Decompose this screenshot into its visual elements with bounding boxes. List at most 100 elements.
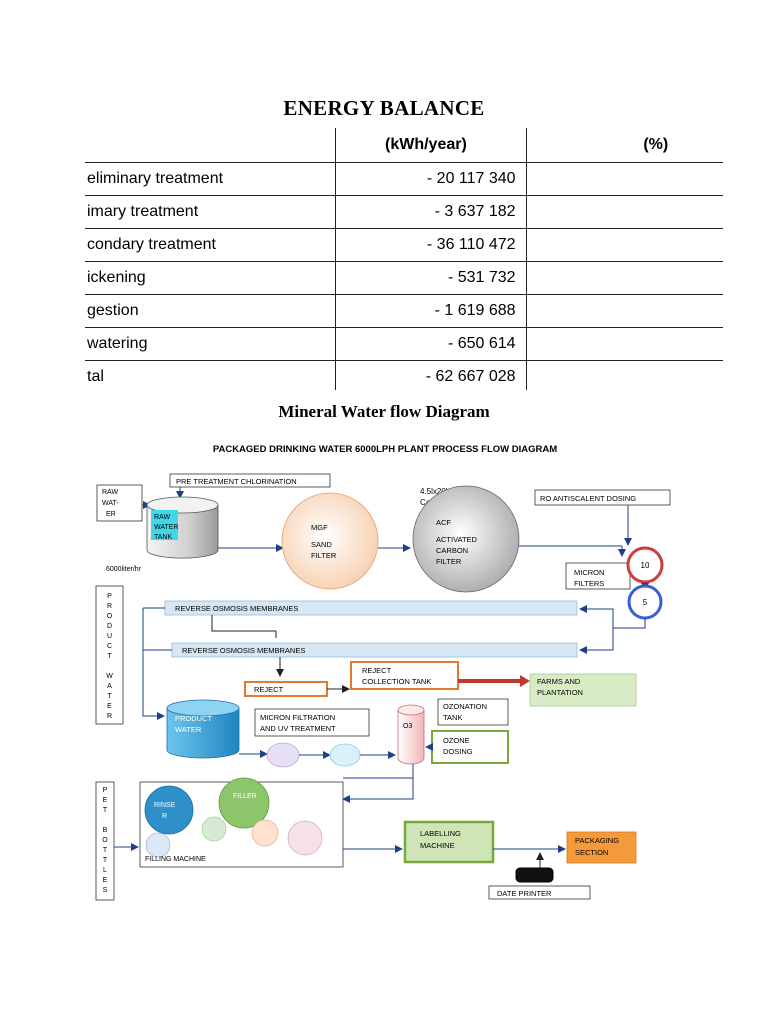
- packaging-label: SECTION: [575, 848, 608, 857]
- flow-section-title: Mineral Water flow Diagram: [278, 402, 490, 421]
- ozonation-tank-box: OZONATION TANK: [437, 698, 509, 726]
- transfer-star-wheel: [201, 816, 227, 842]
- acf-label: CARBON: [436, 546, 468, 555]
- pet-letter: T: [103, 847, 108, 854]
- pet-letter: P: [103, 787, 108, 794]
- pet-letter: B: [103, 827, 108, 834]
- micron-label: FILTERS: [574, 579, 604, 588]
- mgf-label: SAND: [311, 540, 332, 549]
- row-pct: 10: [526, 361, 723, 391]
- mgf-label: MGF: [311, 523, 328, 532]
- raw-tank-label: RAW: [154, 514, 170, 521]
- row-kwh: - 1 619 688: [335, 294, 527, 328]
- ro-antiscalant-dosing-box: RO ANTISCALENT DOSING: [534, 489, 671, 506]
- row-label: ickening: [85, 261, 336, 295]
- micron-filters-box: MICRON FILTERS: [565, 562, 631, 590]
- o3-tank: O3: [397, 704, 425, 765]
- row-kwh: - 36 110 472: [335, 228, 527, 262]
- acf-label: ACTIVATED: [436, 535, 478, 544]
- raw-tank-label: TANK: [154, 534, 172, 541]
- table-row: gestion - 1 619 688: [85, 294, 723, 328]
- raw-water-label: ER: [106, 511, 116, 518]
- row-kwh: - 3 637 182: [335, 195, 527, 229]
- ozone-dosing-label: DOSING: [443, 747, 473, 756]
- header-kwh: (kWh/year): [335, 128, 527, 163]
- rinser: [144, 785, 194, 835]
- mgf-label: FILTER: [311, 551, 337, 560]
- farms-label: PLANTATION: [537, 688, 583, 697]
- row-kwh: - 62 667 028: [335, 360, 527, 390]
- row-kwh: - 650 614: [335, 327, 527, 361]
- labelling-label: LABELLING: [420, 829, 461, 838]
- labelling-machine-box: LABELLING MACHINE: [403, 820, 495, 864]
- date-printer: DATE PRINTER: [488, 867, 591, 900]
- product-water-box: P R O D U C T W A T E R: [95, 585, 124, 725]
- ozone-dosing-label: OZONE: [443, 736, 470, 745]
- ro-membrane-label: REVERSE OSMOSIS MEMBRANES: [182, 646, 305, 655]
- product-tank-label: WATER: [175, 725, 202, 734]
- product-water-letter: T: [107, 693, 112, 700]
- reject-box: REJECT: [244, 681, 328, 697]
- ozonation-label: TANK: [443, 713, 462, 722]
- pretreatment-chlorination-box: PRE TREATMENT CHLORINATION: [169, 473, 331, 488]
- ro-membrane-label: REVERSE OSMOSIS MEMBRANES: [175, 604, 298, 613]
- product-water-letter: C: [107, 643, 112, 650]
- filler-label: FILLER: [233, 793, 257, 800]
- pretreatment-label: PRE TREATMENT CHLORINATION: [176, 477, 297, 486]
- raw-water-label: RAW: [102, 489, 118, 496]
- farms-plantation-box: FARMS AND PLANTATION: [529, 673, 637, 707]
- table-row: eliminary treatment - 20 117 340 3: [85, 162, 723, 196]
- product-water-letter: U: [107, 633, 112, 640]
- diagram-title: PACKAGED DRINKING WATER 6000LPH PLANT PR…: [213, 444, 557, 455]
- pet-letter: S: [103, 887, 108, 894]
- reject-collection-tank: REJECT COLLECTION TANK: [350, 661, 459, 690]
- o3-label: O3: [403, 723, 412, 730]
- mgf-sand-filter: MGF SAND FILTER: [281, 492, 379, 590]
- product-water-letter: R: [107, 603, 112, 610]
- pet-letter: L: [103, 867, 107, 874]
- product-water-letter: R: [107, 713, 112, 720]
- packaging-label: PACKAGING: [575, 836, 619, 845]
- table-row: imary treatment - 3 637 182: [85, 195, 723, 229]
- date-printer-label: DATE PRINTER: [497, 889, 552, 898]
- row-kwh: - 20 117 340: [335, 162, 527, 196]
- filling-machine-label: FILLING MACHINE: [145, 856, 206, 863]
- ro-membrane-2: REVERSE OSMOSIS MEMBRANES: [171, 642, 578, 658]
- raw-water-box: RAW WAT- ER: [96, 484, 143, 522]
- pet-letter: T: [103, 857, 108, 864]
- process-flow-diagram: PACKAGED DRINKING WATER 6000LPH PLANT PR…: [95, 444, 671, 901]
- energy-balance-table: (kWh/year) (%) eliminary treatment - 20 …: [85, 128, 723, 390]
- micron-label: MICRON: [574, 568, 604, 577]
- micron-uv-box: MICRON FILTRATION AND UV TREATMENT: [254, 708, 370, 737]
- pet-letter: T: [103, 807, 108, 814]
- product-water-letter: D: [107, 623, 112, 630]
- micron-10-label: 10: [641, 561, 650, 570]
- product-tank-label: PRODUCT: [175, 714, 213, 723]
- uv-unit: [329, 743, 361, 767]
- capper-wheel: [251, 819, 279, 847]
- row-label: tal: [87, 368, 104, 385]
- ozonation-label: OZONATION: [443, 702, 487, 711]
- infeed-wheel: [145, 832, 171, 858]
- raw-water-label: WAT-: [102, 500, 119, 507]
- row-label: imary treatment: [85, 195, 336, 229]
- ro-membrane-1: REVERSE OSMOSIS MEMBRANES: [164, 600, 578, 616]
- row-label: condary treatment: [85, 228, 336, 262]
- row-label: gestion: [85, 294, 336, 328]
- ozone-dosing-box: OZONE DOSING: [431, 730, 509, 764]
- row-pct: [526, 195, 723, 229]
- raw-tank-label: WATER: [154, 524, 179, 531]
- micron-filter-5: 5: [627, 584, 663, 620]
- micron-uv-label: MICRON FILTRATION: [260, 713, 335, 722]
- micron-filter-10: 10: [626, 546, 664, 584]
- product-water-letter: P: [107, 593, 112, 600]
- table-row-total: tal - 62 667 028 10: [85, 360, 723, 391]
- reject-label: REJECT: [254, 685, 284, 694]
- row-pct: 3: [526, 162, 723, 196]
- acf-label: FILTER: [436, 557, 462, 566]
- packaging-section-box: PACKAGING SECTION: [566, 831, 637, 864]
- ro-dosing-label: RO ANTISCALENT DOSING: [540, 494, 636, 503]
- reject-tank-label: COLLECTION TANK: [362, 677, 431, 686]
- labelling-label: MACHINE: [420, 841, 455, 850]
- table-row: watering - 650 614: [85, 327, 723, 361]
